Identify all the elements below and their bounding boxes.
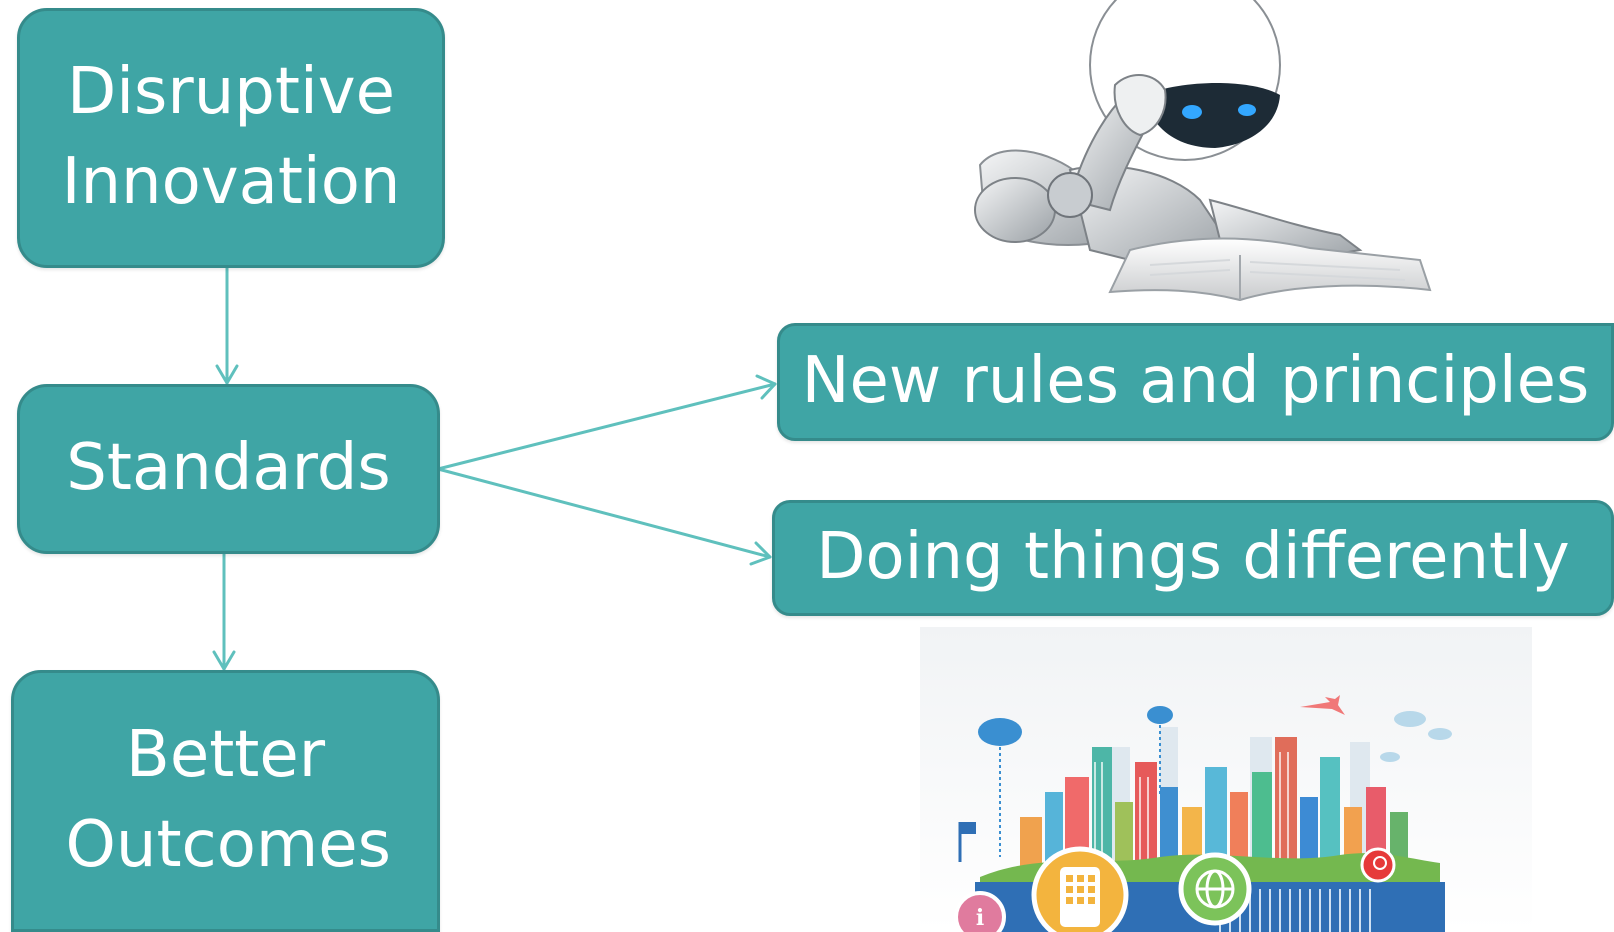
label-better-outcomes: Better Outcomes [65, 718, 391, 882]
box-disruptive-innovation: Disruptive Innovation [17, 8, 445, 268]
label-new-rules: New rules and principles [801, 344, 1590, 419]
label-doing-things: Doing things differently [816, 520, 1570, 595]
label-standards: Standards [66, 431, 391, 506]
robot-reading-image [974, 0, 1432, 302]
arrowhead-doing-things [749, 541, 772, 566]
svg-text:i: i [976, 905, 984, 931]
arrowhead-standards [215, 364, 239, 385]
connector-standards-doing-things [436, 467, 772, 559]
box-better-outcomes: Better Outcomes [11, 670, 440, 932]
box-new-rules: New rules and principles [777, 323, 1614, 441]
box-doing-things: Doing things differently [772, 500, 1614, 616]
box-standards: Standards [17, 384, 440, 554]
arrowhead-new-rules [755, 374, 777, 400]
connector-standards-new-rules [436, 382, 777, 471]
arrowhead-outcomes [212, 650, 236, 671]
label-disruptive-innovation: Disruptive Innovation [61, 55, 401, 219]
smart-city-image: i [920, 627, 1532, 932]
